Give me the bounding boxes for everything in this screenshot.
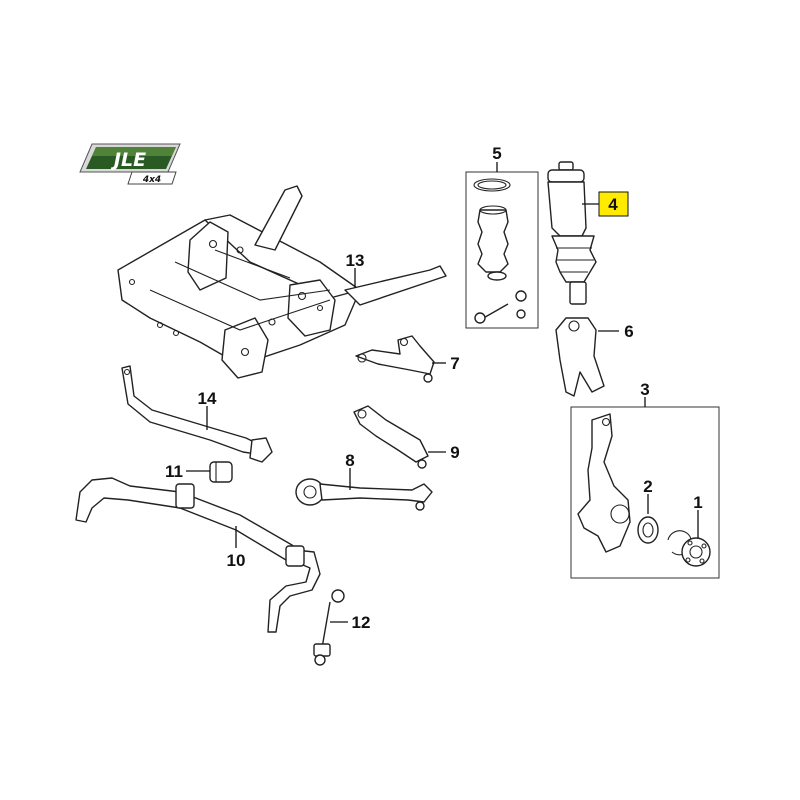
callout-14[interactable]: 14 bbox=[198, 389, 217, 408]
stabilizer-bar-upper-part bbox=[121, 365, 273, 463]
lower-rear-arm-part bbox=[295, 478, 433, 511]
callout-10[interactable]: 10 bbox=[227, 551, 246, 570]
callout-12[interactable]: 12 bbox=[352, 613, 371, 632]
callout-6[interactable]: 6 bbox=[624, 322, 633, 341]
callout-13[interactable]: 13 bbox=[346, 251, 365, 270]
callout-5[interactable]: 5 bbox=[492, 144, 501, 163]
air-strut-part bbox=[547, 161, 597, 305]
callout-8[interactable]: 8 bbox=[345, 451, 354, 470]
steering-knuckle-kit-part bbox=[570, 406, 720, 579]
jle-logo: JLE 4x4 bbox=[79, 143, 181, 185]
callout-9[interactable]: 9 bbox=[450, 443, 459, 462]
dust-boot-kit-part bbox=[465, 171, 539, 329]
callout-4[interactable]: 4 bbox=[608, 195, 618, 214]
subframe-part bbox=[117, 185, 447, 379]
logo-sub: 4x4 bbox=[142, 175, 161, 185]
callout-labels: 1 2 3 4 5 6 7 8 9 10 11 12 13 14 bbox=[165, 144, 703, 632]
logo-brand: JLE bbox=[110, 149, 146, 171]
bushing-part bbox=[209, 461, 233, 483]
lower-front-arm-part bbox=[353, 405, 429, 469]
strut-bracket-part bbox=[555, 317, 605, 397]
highlight-box bbox=[598, 191, 629, 217]
leader-lines bbox=[186, 162, 699, 623]
stabilizer-bar-lower-part bbox=[75, 477, 321, 633]
callout-3[interactable]: 3 bbox=[640, 380, 649, 399]
callout-2[interactable]: 2 bbox=[643, 477, 652, 496]
callout-1[interactable]: 1 bbox=[693, 493, 702, 512]
callout-7[interactable]: 7 bbox=[450, 354, 459, 373]
callout-11[interactable]: 11 bbox=[165, 462, 183, 481]
stabilizer-link-part bbox=[313, 589, 345, 666]
upper-control-arm-part bbox=[355, 335, 435, 383]
